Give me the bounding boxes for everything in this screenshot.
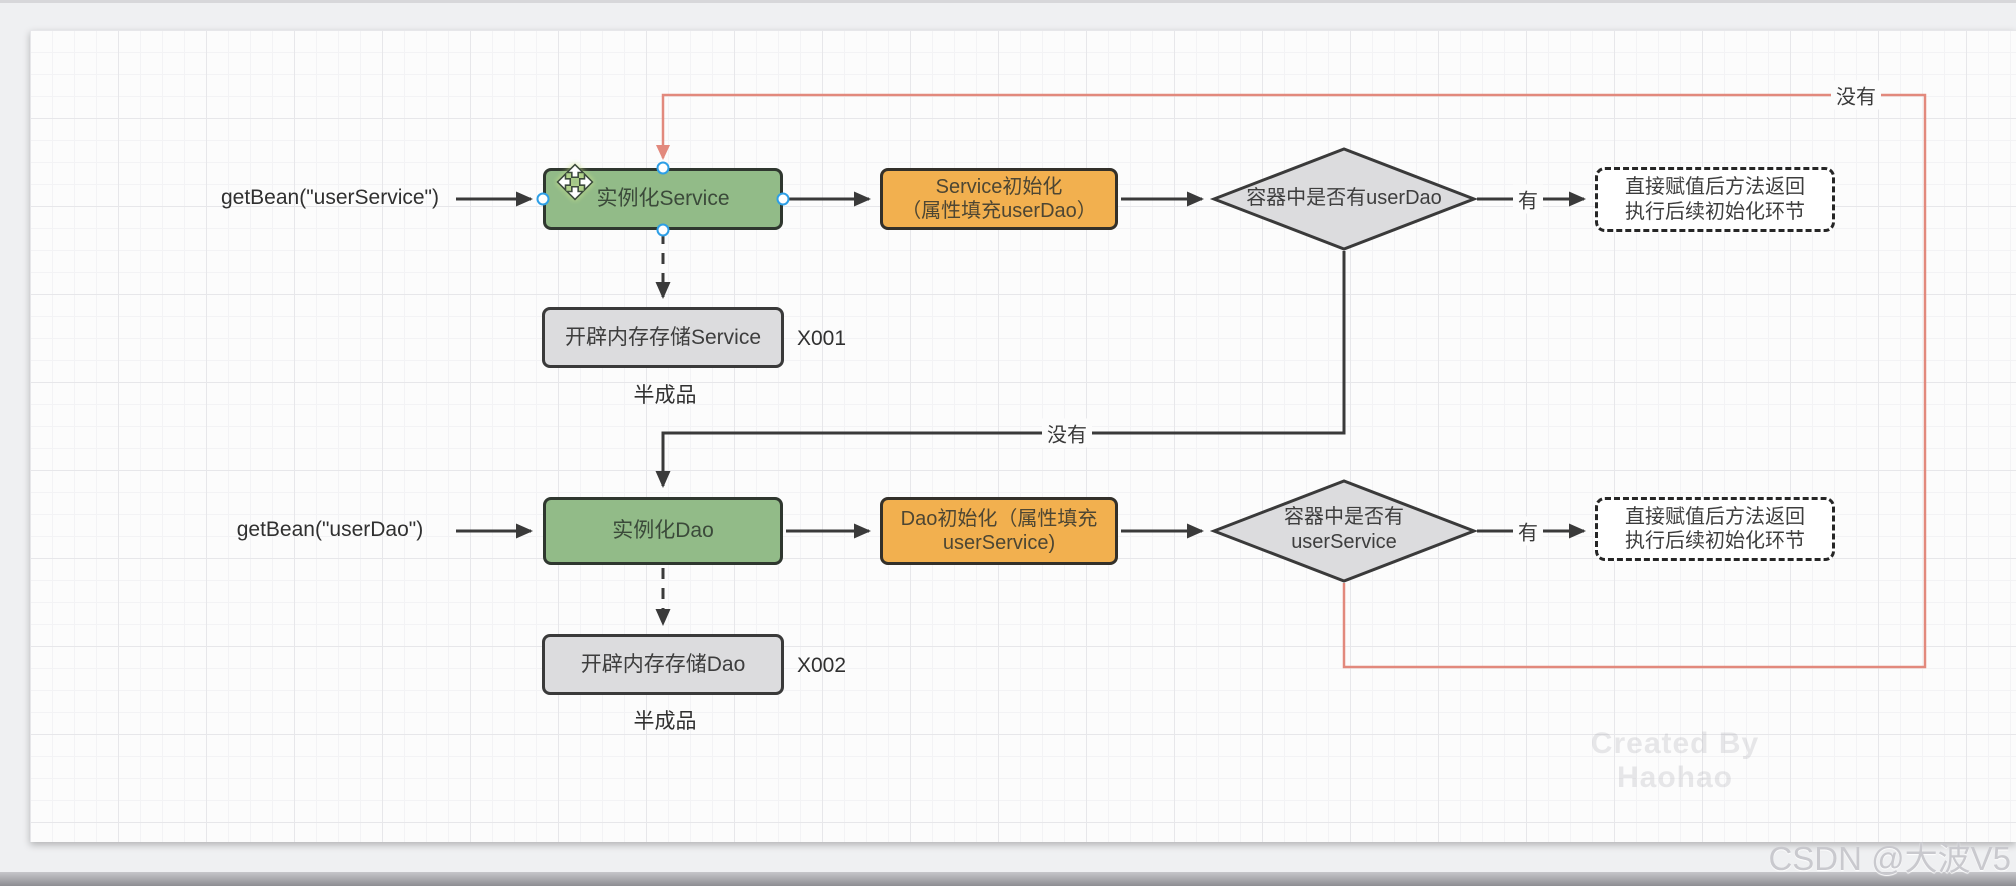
memory-tag-x002: X002	[797, 654, 847, 677]
node-label-line1: 直接赋值后方法返回	[1625, 505, 1805, 528]
diagram-canvas[interactable]: Created By Haohao	[30, 30, 2016, 842]
node-result-service[interactable]: 直接赋值后方法返回 执行后续初始化环节	[1595, 167, 1835, 232]
node-memory-dao[interactable]: 开辟内存存储Dao	[542, 634, 784, 695]
edge-label-yes-2: 有	[1513, 516, 1543, 546]
decision-userdao-label: 容器中是否有userDao	[1246, 187, 1442, 209]
memory-note-2: 半成品	[633, 710, 697, 733]
node-label-line1: Service初始化	[935, 175, 1063, 198]
node-memory-service[interactable]: 开辟内存存储Service	[542, 307, 784, 368]
node-label-line1: 直接赋值后方法返回	[1625, 176, 1805, 199]
node-result-dao[interactable]: 直接赋值后方法返回 执行后续初始化环节	[1595, 497, 1835, 561]
selection-handle-top[interactable]	[656, 161, 670, 175]
decision-userservice-label: 容器中是否有 userService	[1284, 506, 1404, 553]
selection-handle-bottom[interactable]	[656, 223, 670, 237]
edge-decision-userdao-no[interactable]	[655, 251, 1346, 488]
node-label: 实例化Service	[596, 187, 730, 211]
node-label-line1: Dao初始化（属性填充	[900, 507, 1098, 530]
canvas-watermark: Created By Haohao	[1590, 727, 1760, 794]
node-label-line2: userService)	[942, 532, 1056, 554]
selection-handle-left[interactable]	[536, 192, 550, 206]
node-init-service[interactable]: Service初始化 （属性填充userDao）	[880, 168, 1118, 230]
node-label: 实例化Dao	[612, 519, 714, 543]
edge-label-yes-1: 有	[1513, 184, 1543, 214]
memory-tag-x001: X001	[797, 327, 847, 350]
csdn-watermark: CSDN @大波V5	[1768, 840, 2011, 877]
window-bottom-bar	[0, 872, 2016, 886]
node-init-dao[interactable]: Dao初始化（属性填充 userService)	[880, 497, 1118, 565]
edge-label-no-1: 没有	[1042, 418, 1092, 448]
window-top-edge	[0, 0, 2016, 3]
node-label: 开辟内存存储Dao	[580, 652, 746, 676]
edge-decision-userservice-no-loop[interactable]	[656, 93, 1927, 669]
node-label-line2: （属性填充userDao）	[901, 200, 1097, 222]
entry-label-userdao: getBean("userDao")	[236, 518, 424, 541]
node-label-line2: 执行后续初始化环节	[1625, 200, 1805, 223]
edge-label-no-2: 没有	[1831, 80, 1881, 110]
node-instantiate-dao[interactable]: 实例化Dao	[543, 497, 783, 565]
move-cursor-icon	[556, 163, 594, 201]
node-label-line2: 执行后续初始化环节	[1625, 530, 1805, 552]
node-label: 开辟内存存储Service	[564, 325, 762, 349]
entry-label-userservice: getBean("userService")	[220, 186, 439, 209]
selection-handle-right[interactable]	[776, 192, 790, 206]
memory-note-1: 半成品	[633, 384, 697, 407]
